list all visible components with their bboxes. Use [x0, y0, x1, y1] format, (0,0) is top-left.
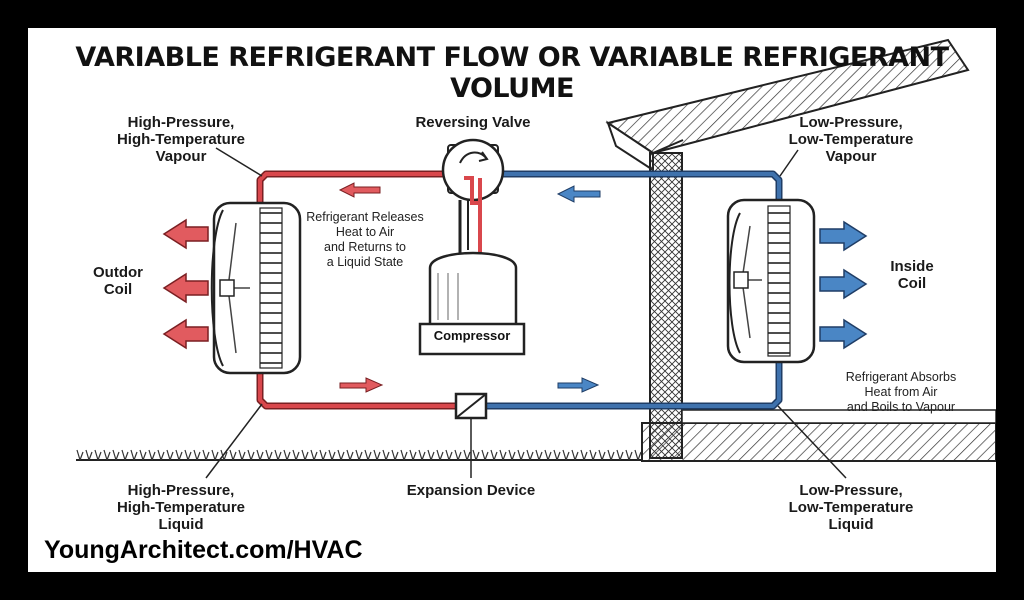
label-hp-liquid: High-Pressure, High-Temperature Liquid	[116, 482, 246, 533]
leader-lp-liquid	[777, 405, 847, 479]
label-hp-vapour: High-Pressure, High-Temperature Vapour	[116, 114, 246, 165]
label-expansion-device: Expansion Device	[406, 482, 536, 499]
refrigerant-loop	[256, 170, 783, 410]
label-outdoor-coil: Outdor Coil	[93, 264, 143, 298]
air-arrow-in-3	[819, 318, 868, 350]
expansion-device	[454, 392, 488, 420]
flow-arrow-blue-bottom	[557, 377, 600, 393]
note-absorbs-heat: Refrigerant Absorbs Heat from Air and Bo…	[845, 370, 957, 414]
reversing-valve	[441, 138, 505, 205]
compressor	[418, 200, 526, 356]
air-arrow-in-1	[819, 220, 868, 252]
flow-arrow-red-bottom	[339, 377, 384, 393]
leader-hp-liquid	[205, 403, 263, 479]
label-reversing-valve: Reversing Valve	[415, 114, 531, 131]
air-arrow-out-3	[162, 318, 209, 350]
inside-coil-unit	[726, 198, 816, 364]
flow-arrow-red-top	[338, 182, 381, 198]
leader-lp-vapour	[779, 149, 799, 177]
air-arrow-out-2	[162, 272, 209, 304]
leader-hp-vapour	[215, 147, 263, 177]
outdoor-coil-unit	[210, 201, 302, 375]
diagram-frame: VARIABLE REFRIGERANT FLOW OR VARIABLE RE…	[28, 28, 996, 572]
label-inside-coil: Inside Coil	[890, 258, 934, 292]
air-arrow-in-2	[819, 268, 868, 300]
flow-arrow-blue-top	[556, 185, 601, 203]
roof	[605, 38, 970, 172]
vrf-diagram	[76, 38, 996, 479]
label-lp-vapour: Low-Pressure, Low-Temperature Vapour	[788, 114, 914, 165]
air-arrow-out-1	[162, 218, 209, 250]
note-releases-heat: Refrigerant Releases Heat to Air and Ret…	[306, 210, 424, 269]
building-wall	[641, 152, 996, 462]
label-lp-liquid: Low-Pressure, Low-Temperature Liquid	[788, 482, 914, 533]
footer-url: YoungArchitect.com/HVAC	[44, 536, 363, 564]
label-compressor: Compressor	[433, 328, 511, 343]
ground-grass	[76, 449, 642, 461]
page-title: VARIABLE REFRIGERANT FLOW OR VARIABLE RE…	[75, 42, 949, 104]
